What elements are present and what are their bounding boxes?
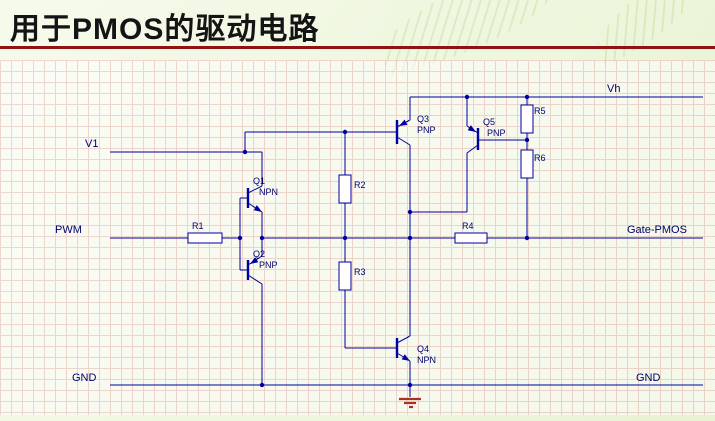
junction-dot [524, 137, 530, 143]
label-q2-type: PNP [259, 260, 278, 270]
label-r5: R5 [534, 106, 546, 116]
q2-pnp-arrow-icon [250, 257, 259, 264]
label-r1: R1 [192, 221, 204, 231]
junction-dot [342, 235, 348, 241]
resistor-r1-body [187, 232, 223, 244]
port-label-v1: V1 [85, 138, 98, 150]
q5-collector-lead [466, 144, 479, 154]
junction-dot [524, 94, 530, 100]
junction-dot [524, 235, 530, 241]
port-label-pwm: PWM [55, 224, 82, 236]
port-label-vh: Vh [607, 83, 620, 95]
label-r2: R2 [354, 180, 366, 190]
junction-dot [407, 382, 413, 388]
label-q3-type: PNP [417, 125, 436, 135]
junction-dot [407, 209, 413, 215]
port-label-gnd-right: GND [636, 372, 661, 384]
junction-dot [237, 235, 243, 241]
label-q5-type: PNP [487, 128, 506, 138]
transistor-q2 [246, 255, 263, 285]
resistor-r4-body [454, 232, 488, 244]
q3-collector-lead [396, 136, 411, 146]
resistor-r2-body [338, 174, 352, 204]
q4-npn-arrow-icon [401, 354, 410, 361]
label-r6: R6 [534, 153, 546, 163]
port-label-gate: Gate-PMOS [627, 224, 687, 236]
label-q2-ref: Q2 [253, 249, 265, 259]
page-title: 用于PMOS的驱动电路 [10, 13, 320, 46]
transistor-q4 [395, 335, 411, 362]
transistor-q3 [395, 119, 411, 146]
label-q5-ref: Q5 [483, 117, 495, 127]
q1-npn-arrow-icon [253, 205, 262, 212]
q2-collector-lead [247, 274, 263, 285]
junction-dot [259, 235, 265, 241]
junction-dot [259, 382, 265, 388]
resistor-r3-body [338, 261, 352, 291]
label-q1-type: NPN [259, 187, 278, 197]
label-q4-ref: Q4 [417, 344, 429, 354]
resistor-r6-body [520, 149, 534, 179]
label-q3-ref: Q3 [417, 114, 429, 124]
label-r4: R4 [462, 221, 474, 231]
transistor-q5 [466, 125, 480, 154]
junction-dot [342, 129, 348, 135]
q3-pnp-arrow-icon [399, 119, 408, 126]
label-q4-type: NPN [417, 355, 436, 365]
label-q1-ref: Q1 [253, 176, 265, 186]
q1-collector-lead [247, 185, 263, 194]
q5-pnp-arrow-icon [467, 125, 476, 132]
junction-dot [407, 235, 413, 241]
label-r3: R3 [354, 267, 366, 277]
port-label-gnd-left: GND [72, 372, 97, 384]
q4-collector-lead [396, 335, 411, 344]
junction-dot [464, 94, 470, 100]
title-underline [0, 46, 715, 49]
junction-dot [242, 149, 248, 155]
ground-symbol-icon [399, 397, 421, 409]
resistor-r5-body [520, 104, 534, 134]
transistor-q1 [246, 185, 263, 213]
